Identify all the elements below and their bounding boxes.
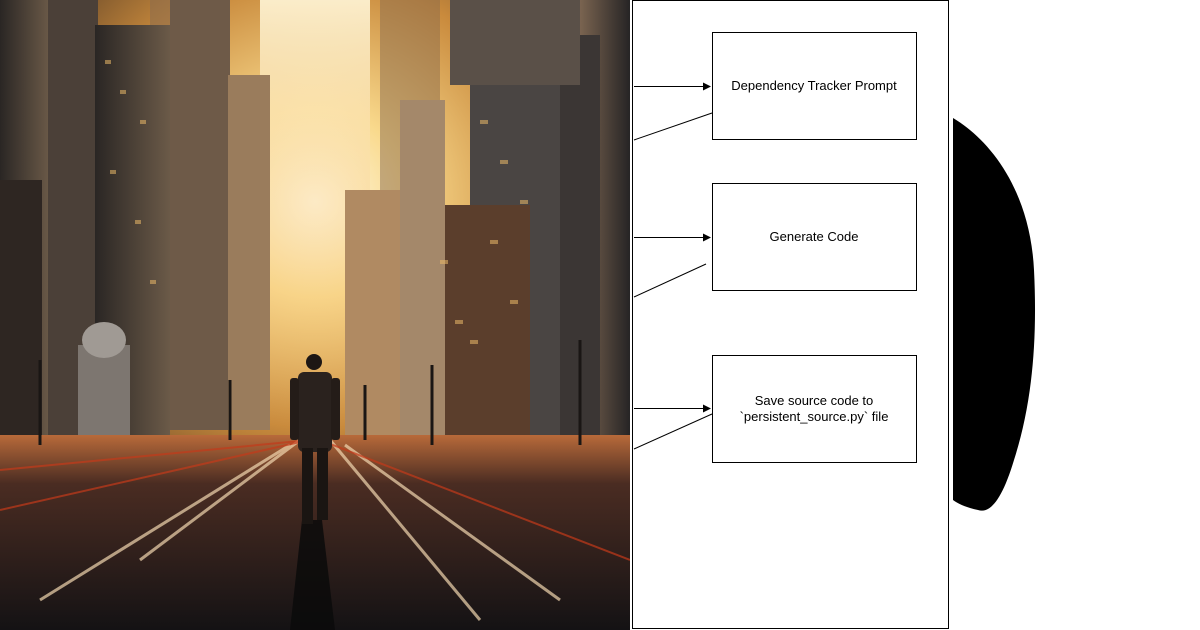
edge-from-generate-code	[633, 263, 707, 298]
black-blob-graphic	[953, 118, 1036, 511]
city-street-photo	[0, 0, 630, 630]
node-generate-code-box[interactable]	[712, 183, 917, 291]
node-dependency-tracker-box[interactable]	[712, 32, 917, 140]
flow-diagram-canvas	[632, 0, 949, 629]
node-save-source-label: Save source code to `persistent_source.p…	[739, 393, 889, 424]
node-generate-code-label: Generate Code	[769, 229, 859, 244]
city-street-illustration	[0, 0, 630, 630]
man-silhouette	[290, 354, 340, 524]
edge-from-dependency-tracker	[633, 112, 713, 141]
edge-from-save-source	[633, 413, 713, 450]
node-dependency-tracker-label: Dependency Tracker Prompt	[731, 78, 897, 93]
black-blob-shape	[950, 110, 1040, 525]
flow-diagram	[630, 0, 950, 630]
node-save-source-box[interactable]	[712, 355, 917, 463]
